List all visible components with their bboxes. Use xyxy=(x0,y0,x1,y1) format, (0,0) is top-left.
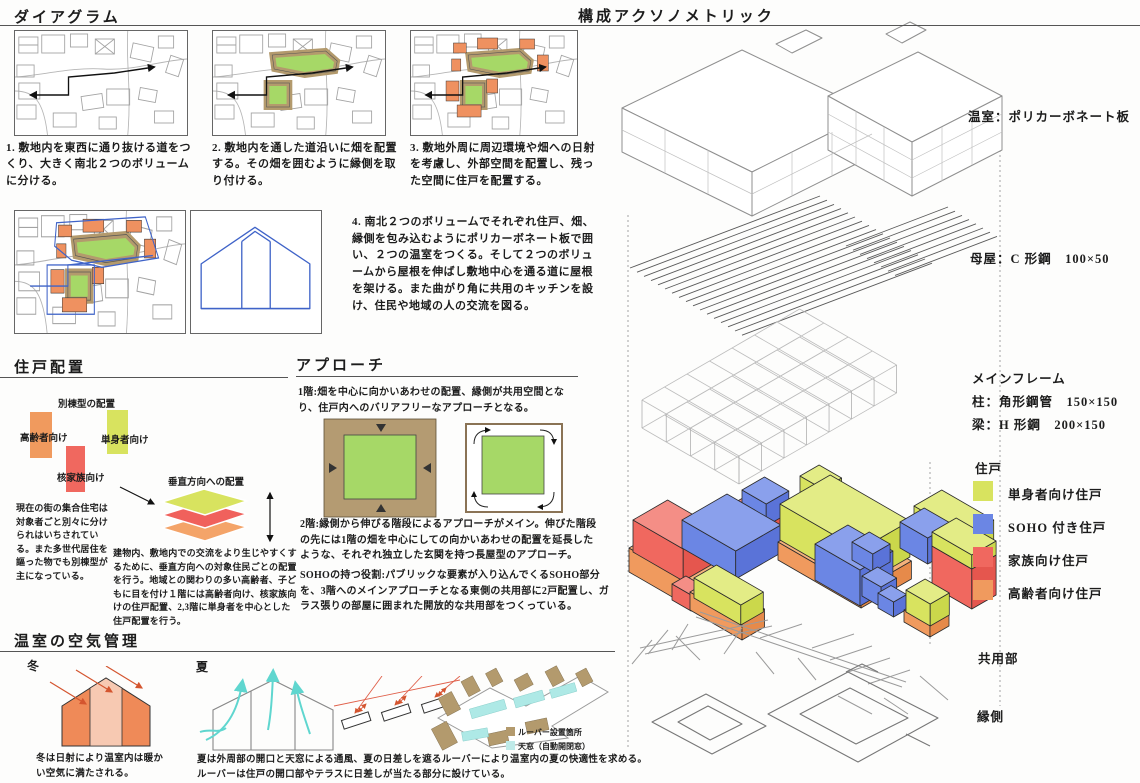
axon-layer-purlins xyxy=(629,195,998,336)
pointer-arrow xyxy=(119,486,156,505)
air-title: 温室の空気管理 xyxy=(14,634,141,650)
winter-diagram xyxy=(49,666,151,747)
caption-step-2: 2. 敷地内を通した道沿いに畑を配置する。その畑を囲むように縁側を取り付ける。 xyxy=(212,142,397,187)
approach-diagram-2f xyxy=(465,423,563,513)
axon-layer-greenhouse xyxy=(621,21,1003,217)
single-block xyxy=(107,410,128,454)
unit-layout-text-current: 現在の街の集合住宅は対象者ごと別々に分けられはいちされている。また多世代居住を謳… xyxy=(16,503,109,581)
elderly-label: 高齢者向け xyxy=(20,434,68,444)
winter-caption: 冬は日射により温室内は暖かい空気に満たされる。 xyxy=(36,754,164,779)
axon-layer-common xyxy=(631,611,949,715)
site-diagram-4 xyxy=(14,210,186,334)
legend-label-soho: SOHO 付き住戸 xyxy=(1008,521,1107,535)
approach-diagram-1f xyxy=(323,418,437,518)
unit-layout-rule xyxy=(0,377,288,378)
approach-rule xyxy=(296,376,578,377)
stacked-floors-diagram xyxy=(159,488,250,542)
caption-step-3: 3. 敷地外周に周辺環境や畑への日射を考慮し、外部空間を配置し、残った空間に住戸… xyxy=(410,142,595,187)
vertical-label: 垂直方向への配置 xyxy=(168,478,245,488)
mini-legend-skylight-label: 天窓（自動開閉窓） xyxy=(518,742,590,751)
single-label: 単身者向け xyxy=(101,436,149,446)
vertical-double-arrow xyxy=(266,491,274,543)
legend-label-family: 家族向け住戸 xyxy=(1008,554,1090,568)
label-mainframe: メインフレーム xyxy=(972,372,1066,386)
legend-label-single: 単身者向け住戸 xyxy=(1008,488,1103,502)
summer-diagram xyxy=(199,668,334,751)
site-diagram-1 xyxy=(14,30,188,136)
approach-text-soho: SOHOの持つ役割:パブリックな要素が入り込んでくるSOHO部分を、3階へのメイ… xyxy=(300,570,609,612)
site-diagram-1-drawing xyxy=(15,31,187,135)
site-diagram-3-drawing xyxy=(411,31,577,135)
winter-label: 冬 xyxy=(27,659,40,673)
approach-text-1f: 1階:畑を中心に向かいあわせの配置、縁側が共用空間となり、住戸内へのバリアフリー… xyxy=(298,387,565,414)
axon-layer-engawa xyxy=(651,663,939,763)
mini-legend-skylight: 天窓（自動開閉窓） xyxy=(506,741,590,752)
mini-legend-louver-label: ルーバー設置箇所 xyxy=(518,728,582,737)
summer-label: 夏 xyxy=(196,660,209,674)
greenhouse-sketch-drawing xyxy=(200,226,311,310)
approach-text-2f: 2階:縁側から伸びる階段によるアプローチがメイン。伸びた階段の先には1階の畑を中… xyxy=(300,519,597,561)
caption-step-4: 4. 南北２つのボリュームでそれぞれ住戸、畑、縁側を包み込むようにポリカーボネー… xyxy=(352,216,595,312)
label-engawa: 縁側 xyxy=(977,710,1005,724)
label-beam: 梁：H 形鋼 200×150 xyxy=(972,418,1106,432)
betto-label: 別棟型の配置 xyxy=(58,400,116,410)
label-units: 住戸 xyxy=(975,462,1003,476)
legend-swatch-single xyxy=(973,481,993,501)
elderly-block xyxy=(30,412,52,458)
legend-swatch-elderly xyxy=(973,580,993,600)
approach-title: アプローチ xyxy=(296,358,387,374)
legend-label-elderly: 高齢者向け住戸 xyxy=(1008,587,1103,601)
label-column: 柱：角形鋼管 150×150 xyxy=(972,395,1119,409)
louver-location-axon xyxy=(431,665,609,751)
label-greenhouse: 温室：ポリカーボネート板 xyxy=(968,110,1131,124)
summer-caption-1: 夏は外周部の開口と天窓による通風、夏の日差しを遮るルーバーにより温室内の夏の快適… xyxy=(197,755,648,765)
site-diagram-4-drawing xyxy=(15,211,185,333)
axon-layer-units xyxy=(628,464,997,641)
axon-layer-mainframe xyxy=(641,308,898,485)
title-rule xyxy=(0,25,1140,26)
mini-legend-louver: ルーバー設置箇所 xyxy=(506,727,582,738)
label-purlin: 母屋：C 形鋼 100×50 xyxy=(970,252,1110,266)
skylight-swatch xyxy=(506,741,515,750)
caption-step-1: 1. 敷地内を東西に通り抜ける道をつくり、大きく南北２つのボリュームに分ける。 xyxy=(6,142,191,187)
right-panel-title: 構成アクソノメトリック xyxy=(578,9,775,25)
summer-caption-2: ルーバーは住戸の開口部やテラスに日差しが当たる部分に設けている。 xyxy=(197,770,511,780)
unit-layout-text-vertical: 建物内、敷地内での交流をより生じやすくするために、垂直方向への対象住民ごとの配置… xyxy=(113,548,297,626)
site-diagram-3 xyxy=(410,30,578,136)
greenhouse-sketch xyxy=(190,210,322,334)
legend-swatch-family xyxy=(973,547,993,567)
air-rule xyxy=(0,651,615,652)
site-diagram-2-drawing xyxy=(213,31,385,135)
legend-swatch-soho xyxy=(973,514,993,534)
label-common: 共用部 xyxy=(978,652,1019,666)
family-block xyxy=(66,446,85,492)
site-diagram-2 xyxy=(212,30,386,136)
family-label: 核家族向け xyxy=(57,474,105,484)
louver-swatch xyxy=(506,727,515,736)
left-panel-title: ダイアグラム xyxy=(14,10,121,26)
unit-layout-title: 住戸配置 xyxy=(14,360,87,376)
